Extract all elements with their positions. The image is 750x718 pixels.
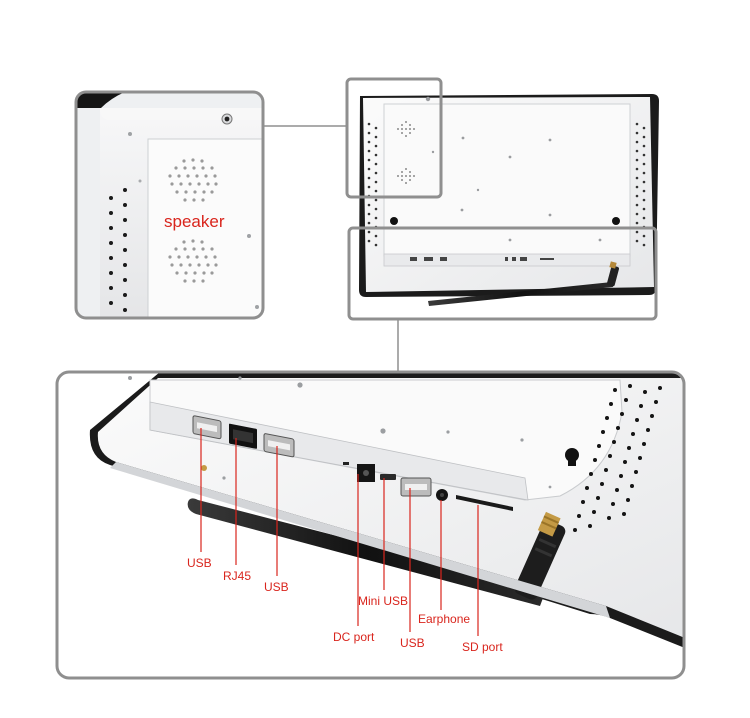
leader-lines xyxy=(200,428,479,636)
ports-antenna-hinge xyxy=(514,520,566,600)
port-usb-2 xyxy=(263,433,295,458)
usb-2-label: USB xyxy=(264,580,289,594)
frame-speaker-zoom xyxy=(74,90,265,320)
ports-zoom xyxy=(57,372,684,678)
port-sd xyxy=(456,495,513,511)
speaker-grille-top xyxy=(168,158,218,202)
port-usb-1 xyxy=(192,415,222,440)
dc-port-label: DC port xyxy=(333,630,375,644)
ports-face xyxy=(149,401,529,501)
ports-vent-right xyxy=(573,384,662,532)
frame-ports-source xyxy=(347,226,658,321)
speaker-label: speaker xyxy=(164,212,225,231)
speaker-zoom-panel xyxy=(147,138,263,318)
overview-inner-panel xyxy=(383,103,631,257)
port-indicator xyxy=(343,462,349,465)
mini-usb-label: Mini USB xyxy=(358,594,409,608)
speaker-zoom-vents xyxy=(109,188,127,312)
earphone-label: Earphone xyxy=(418,612,471,626)
frame-speaker-source xyxy=(345,77,443,199)
rj45-label: RJ45 xyxy=(223,569,252,583)
usb-3-label: USB xyxy=(400,636,425,650)
usb-1-label: USB xyxy=(187,556,212,570)
overview-antenna xyxy=(428,282,613,306)
overview-vent-left xyxy=(367,122,378,247)
speaker-grille-bottom xyxy=(168,239,218,283)
port-earphone xyxy=(436,489,448,501)
ports-antenna-connector xyxy=(537,511,561,537)
sd-port-label: SD port xyxy=(462,640,503,654)
port-usb-3 xyxy=(400,477,432,497)
overview-speaker-grille xyxy=(397,121,415,184)
port-dc xyxy=(357,464,375,482)
speaker-zoom xyxy=(76,92,263,318)
callout-frames xyxy=(55,77,686,680)
device-overview xyxy=(359,94,659,306)
port-mini-usb xyxy=(380,474,396,480)
frame-ports-zoom xyxy=(55,370,686,680)
callout-connectors xyxy=(263,125,399,372)
